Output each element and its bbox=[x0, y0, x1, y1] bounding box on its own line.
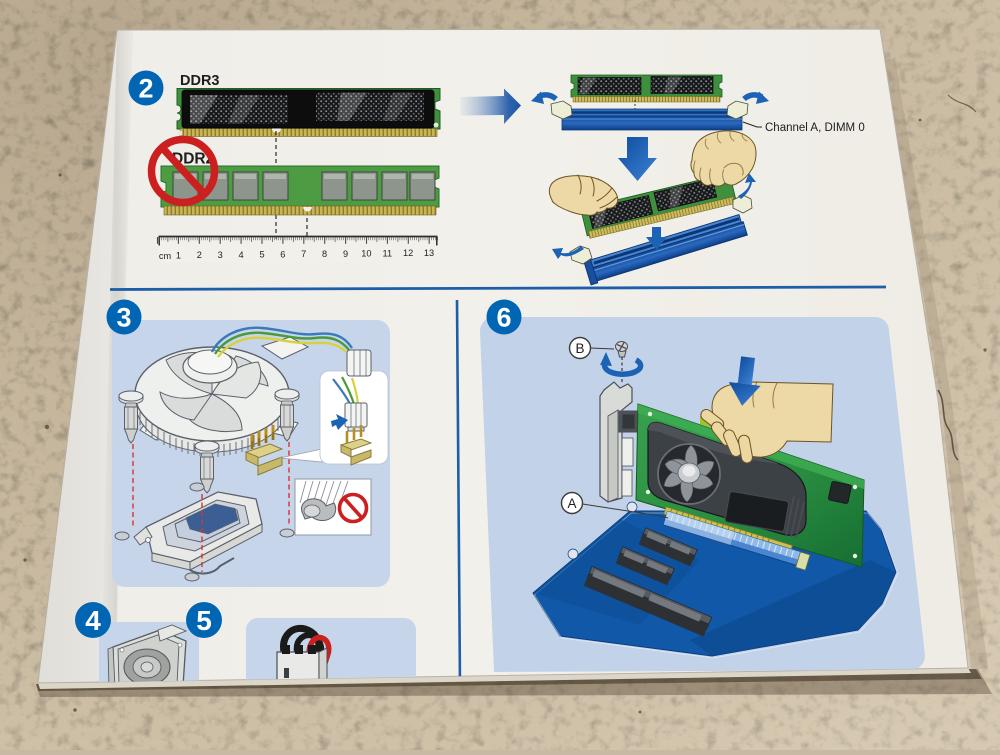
svg-text:12: 12 bbox=[403, 248, 413, 258]
svg-text:2: 2 bbox=[138, 74, 153, 104]
svg-text:6: 6 bbox=[280, 249, 285, 259]
svg-text:10: 10 bbox=[361, 249, 371, 259]
svg-text:3: 3 bbox=[218, 250, 223, 260]
svg-text:Channel A, DIMM 0: Channel A, DIMM 0 bbox=[765, 122, 865, 134]
svg-text:cm: cm bbox=[159, 251, 172, 261]
svg-text:DDR2: DDR2 bbox=[172, 151, 214, 168]
svg-text:5: 5 bbox=[259, 250, 264, 260]
svg-text:5: 5 bbox=[196, 605, 212, 636]
svg-text:11: 11 bbox=[383, 248, 393, 258]
svg-text:DDR3: DDR3 bbox=[180, 73, 219, 89]
svg-text:3: 3 bbox=[116, 303, 131, 333]
svg-text:4: 4 bbox=[85, 605, 101, 636]
svg-text:6: 6 bbox=[496, 303, 511, 333]
svg-text:2: 2 bbox=[197, 250, 202, 260]
svg-text:7: 7 bbox=[301, 249, 306, 259]
svg-text:13: 13 bbox=[424, 248, 434, 258]
svg-text:4: 4 bbox=[239, 250, 244, 260]
svg-text:9: 9 bbox=[343, 249, 348, 259]
svg-text:8: 8 bbox=[322, 249, 327, 259]
svg-text:B: B bbox=[575, 341, 584, 356]
svg-text:A: A bbox=[567, 496, 576, 511]
svg-text:1: 1 bbox=[176, 250, 181, 260]
